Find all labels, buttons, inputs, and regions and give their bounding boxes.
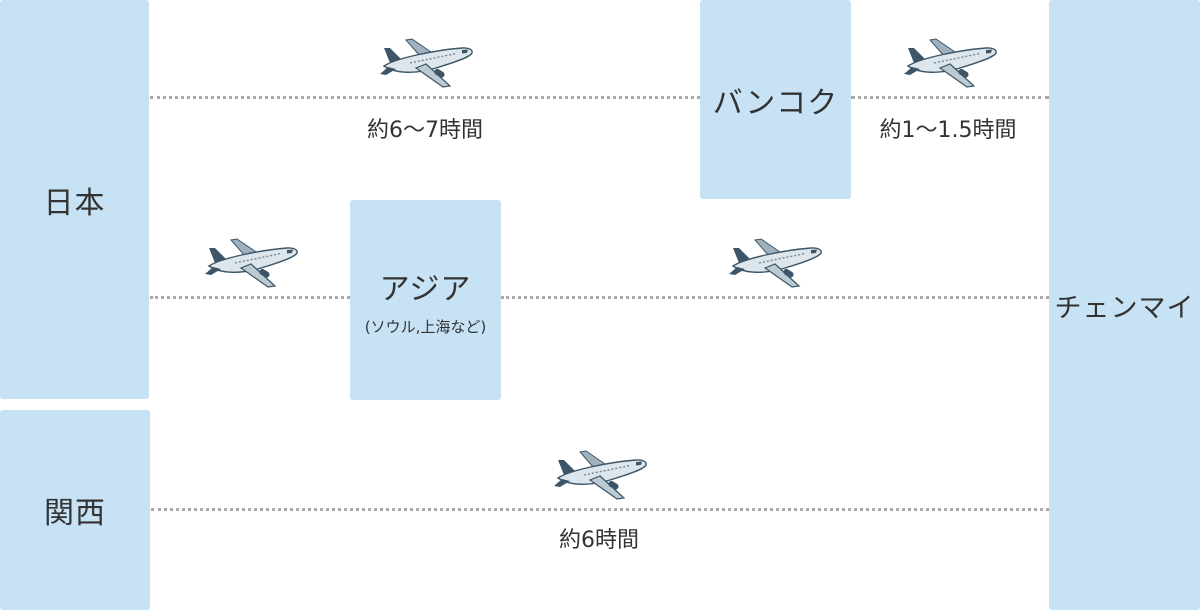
node-kansai-label: 関西 [44,496,106,531]
node-japan: 日本 [0,0,149,399]
airplane-icon [900,30,1000,90]
airplane-icon [376,30,476,90]
node-asia-label: アジア [379,271,472,307]
airplane-icon [201,230,301,290]
node-bangkok: バンコク [700,0,851,199]
node-chiangmai-label: チェンマイ [1054,292,1195,324]
airplane-icon [550,442,650,502]
node-japan-label: 日本 [43,185,106,221]
duration-bangkok-chiangmai: 約1〜1.5時間 [879,118,1017,143]
route-bangkok-chiangmai [851,96,1049,99]
node-bangkok-label: バンコク [712,85,839,121]
duration-japan-bangkok: 約6〜7時間 [367,118,483,143]
duration-kansai-chiangmai: 約6時間 [559,528,639,553]
route-asia-chiangmai [501,296,1049,299]
route-japan-asia [150,296,350,299]
node-asia-sub: (ソウル,上海など) [364,317,487,336]
route-japan-bangkok [150,96,700,99]
airplane-icon [725,230,825,290]
route-kansai-chiangmai [151,508,1049,511]
node-chiangmai: チェンマイ [1049,0,1200,610]
node-kansai: 関西 [0,410,150,610]
node-asia: アジア (ソウル,上海など) [350,200,501,400]
